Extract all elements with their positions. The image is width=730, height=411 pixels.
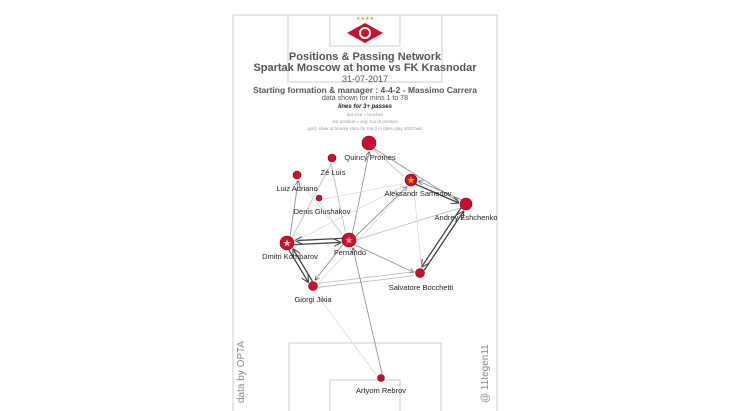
star-icon: ★ (407, 176, 416, 187)
pass-line-glushakov-samedov (322, 183, 404, 200)
pass-line-kombarov-adriano (289, 181, 298, 237)
pass-line-jikia-rebrov (313, 290, 377, 376)
player-dot (308, 281, 318, 291)
pass-line-rebrov-fernando (353, 248, 383, 375)
note-size: dot size = touches (346, 112, 384, 117)
player-node-adriano: Luiz Adriano (276, 170, 318, 193)
pass-line-fernando-eshchenko (356, 207, 460, 241)
lines-note: lines for 3+ passes (338, 104, 392, 110)
pass-line-promes-eshchenko (373, 148, 458, 201)
title: Positions & Passing Network (288, 51, 442, 63)
pass-line-glushakov-fernando (318, 201, 343, 235)
pass-line-fernando-kombarov (296, 238, 342, 240)
pass-line-promes-samedov (372, 148, 404, 177)
pass-line-zeluis-fernando (330, 162, 346, 232)
player-dot (377, 374, 385, 382)
minutes: data shown for mins 1 to 78 (322, 95, 408, 102)
player-node-rebrov: Artyom Rebrov (356, 374, 406, 395)
player-name: Aleksandr Samedov (384, 189, 451, 198)
formation: Starting formation & manager : 4-4-2 - M… (253, 85, 477, 95)
player-dot (292, 170, 302, 180)
player-name: Luiz Adriano (276, 184, 317, 193)
player-node-bocchetti: Salvatore Bocchetti (389, 268, 454, 292)
star-icon: ★ (345, 236, 354, 247)
pass-line-kombarov-samedov (293, 185, 405, 242)
player-name: Salvatore Bocchetti (389, 283, 454, 292)
pass-line-fernando-samedov (355, 187, 406, 237)
note-position: dot position = avg. touch position (332, 119, 398, 124)
pass-line-adriano-fernando (297, 179, 343, 235)
note-stars: gold, silver & bronze stars for top-3 in… (307, 126, 423, 131)
pass-line-bocchetti-eshchenko (423, 212, 463, 271)
player-node-eshchenko: Andrey Eshchenko (435, 197, 498, 222)
player-dot (404, 173, 418, 187)
player-dot (415, 268, 425, 278)
pass-line-samedov-eshchenko (415, 183, 458, 202)
player-name: Fernando (334, 248, 366, 257)
pass-line-fernando-bocchetti (354, 244, 414, 272)
player-dot (315, 194, 323, 202)
star-icon: ★ (283, 239, 292, 250)
author-credit: @ 11tegen11 (480, 344, 491, 403)
player-name: Andrey Eshchenko (435, 213, 498, 222)
player-node-fernando: ★Fernando (334, 232, 366, 257)
player-node-samedov: ★ Aleksandr Samedov (384, 173, 452, 198)
player-dot (361, 135, 377, 151)
spartak-logo-icon: ★★★★ (347, 16, 383, 43)
player-name: Quincy Promes (344, 153, 396, 162)
player-name: Denis Glushakov (294, 207, 351, 216)
player-node-promes: Quincy Promes (344, 135, 396, 162)
player-node-zeluis: Zé Luís (320, 153, 346, 177)
logo-letter (359, 27, 371, 39)
player-dot (459, 197, 473, 211)
pass-line-fernando-jikia (315, 244, 344, 279)
pass-line-jikia-bocchetti (317, 275, 414, 288)
player-node-kombarov: ★ Dmitri Kombarov (262, 235, 318, 261)
match-date: 31-07-2017 (341, 74, 389, 84)
player-name: Giorgi Jikia (294, 295, 332, 304)
pass-line-kombarov-zeluis (291, 164, 332, 238)
player-name: Artyom Rebrov (356, 386, 406, 395)
pass-line-kombarov-fernando (294, 242, 340, 244)
pass-line-bocchetti-samedov (413, 187, 422, 269)
top-six-yard-box (329, 14, 401, 47)
player-name: Zé Luís (320, 168, 345, 177)
pass-line-kombarov-jikia (288, 249, 308, 281)
player-name: Dmitri Kombarov (262, 252, 318, 261)
pass-line-jikia-samedov (317, 186, 408, 285)
data-source: data by OPTA (236, 340, 247, 403)
logo-stars: ★★★★ (356, 16, 374, 22)
player-node-glushakov: Denis Glushakov (294, 194, 351, 216)
player-dot (279, 235, 295, 251)
player-node-jikia: Giorgi Jikia (294, 281, 332, 304)
pass-line-fernando-promes (351, 152, 369, 234)
player-dot (341, 232, 357, 248)
subtitle: Spartak Moscow at home vs FK Krasnodar (253, 62, 477, 74)
pass-line-bocchetti-jikia (319, 271, 416, 284)
logo-diamond (347, 23, 383, 43)
bottom-penalty-box (288, 342, 442, 411)
pass-line-eshchenko-bocchetti (422, 207, 462, 267)
player-dot (327, 153, 337, 163)
pass-line-jikia-kombarov (293, 250, 313, 282)
bottom-six-yard-box (329, 379, 401, 411)
